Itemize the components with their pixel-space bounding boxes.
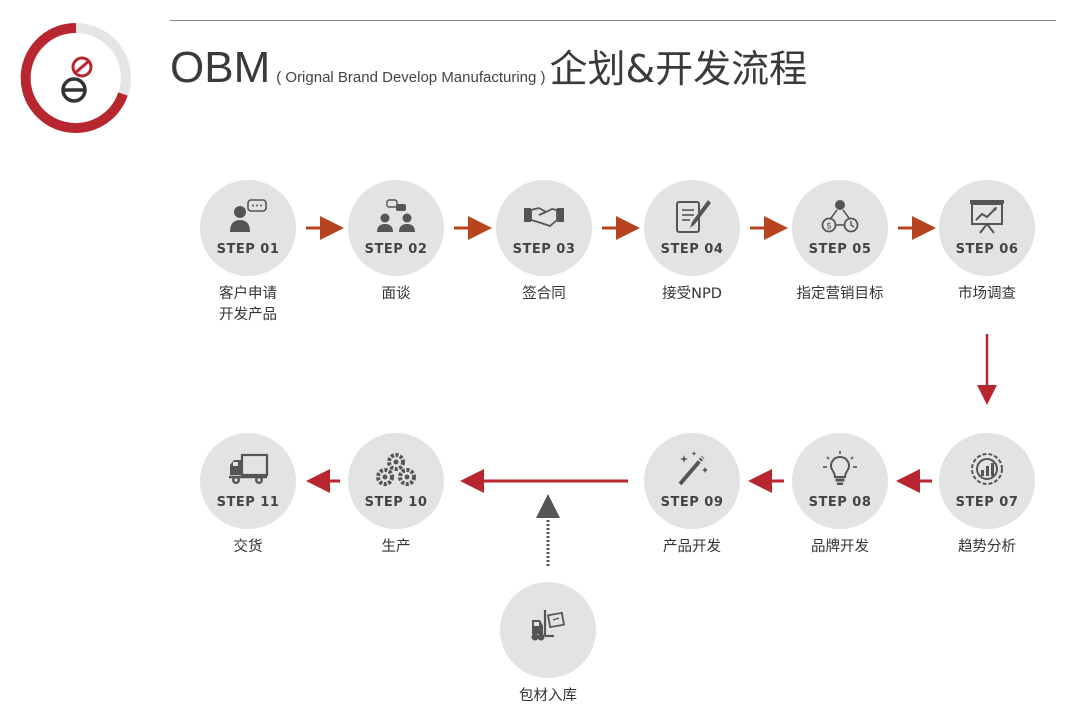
stage-circle [500, 582, 596, 678]
analysis-chart-icon [971, 453, 1003, 485]
step-circle: STEP 01 [200, 180, 296, 276]
step-06: STEP 06 市场调查 [927, 180, 1047, 305]
step-07: STEP 07 趋势分析 [927, 433, 1047, 558]
step-circle: STEP 04 [644, 180, 740, 276]
target-network-icon: $ [821, 200, 859, 233]
logo-icon [20, 22, 131, 133]
step-number: STEP 02 [364, 242, 428, 257]
step-number: STEP 06 [955, 242, 1019, 257]
magic-wand-icon [678, 451, 708, 486]
step-number: STEP 09 [660, 495, 724, 510]
step-caption: 交货 [233, 539, 263, 555]
step-caption: 签合同 [522, 286, 566, 302]
step-number: STEP 11 [216, 495, 280, 510]
step-circle: $ STEP 05 [792, 180, 888, 276]
step-04: STEP 04 接受NPD [632, 180, 752, 305]
step-08: STEP 08 品牌开发 [780, 433, 900, 558]
step-number: STEP 07 [955, 495, 1019, 510]
meeting-icon [377, 199, 415, 232]
forklift-icon [531, 610, 565, 641]
step-09: STEP 09 产品开发 [632, 433, 752, 558]
person-chat-icon [230, 199, 267, 232]
document-pen-icon [676, 200, 711, 233]
step-number: STEP 03 [512, 242, 576, 257]
step-02: STEP 02 面谈 [336, 180, 456, 305]
presentation-board-icon [970, 200, 1004, 234]
page-title: OBM ( Orignal Brand Develop Manufacturing… [170, 38, 807, 93]
step-circle: STEP 09 [644, 433, 740, 529]
step-circle: STEP 11 [200, 433, 296, 529]
packaging-stage: 包材入库 [488, 582, 608, 707]
step-number: STEP 10 [364, 495, 428, 510]
step-caption: 客户申请开发产品 [219, 286, 277, 323]
step-caption: 接受NPD [662, 286, 722, 302]
step-03: STEP 03 签合同 [484, 180, 604, 305]
step-caption: 品牌开发 [811, 539, 869, 555]
header-divider [170, 20, 1056, 21]
step-circle: STEP 10 [348, 433, 444, 529]
step-caption: 市场调查 [958, 286, 1016, 302]
step-11: STEP 11 交货 [188, 433, 308, 558]
step-caption: 趋势分析 [958, 539, 1016, 555]
step-10: STEP 10 生产 [336, 433, 456, 558]
step-number: STEP 08 [808, 495, 872, 510]
step-caption: 生产 [381, 539, 411, 555]
step-circle: STEP 07 [939, 433, 1035, 529]
gears-icon [376, 453, 416, 486]
step-number: STEP 01 [216, 242, 280, 257]
step-05: $ STEP 05 指定营销目标 [780, 180, 900, 305]
step-number: STEP 05 [808, 242, 872, 257]
step-caption: 产品开发 [663, 539, 721, 555]
step-caption: 指定营销目标 [796, 286, 884, 302]
step-01: STEP 01 客户申请开发产品 [188, 180, 308, 326]
svg-text:$: $ [826, 222, 832, 232]
step-circle: STEP 08 [792, 433, 888, 529]
title-subtitle: ( Orignal Brand Develop Manufacturing ) [276, 69, 546, 86]
title-suffix: 企划&开发流程 [549, 47, 808, 91]
step-circle: STEP 03 [496, 180, 592, 276]
step-number: STEP 04 [660, 242, 724, 257]
stage-caption: 包材入库 [519, 688, 577, 704]
step-caption: 面谈 [381, 286, 411, 302]
step-circle: STEP 06 [939, 180, 1035, 276]
step-circle: STEP 02 [348, 180, 444, 276]
lightbulb-icon [823, 451, 857, 485]
title-main: OBM [170, 43, 271, 92]
handshake-icon [524, 207, 564, 227]
truck-icon [229, 453, 269, 484]
